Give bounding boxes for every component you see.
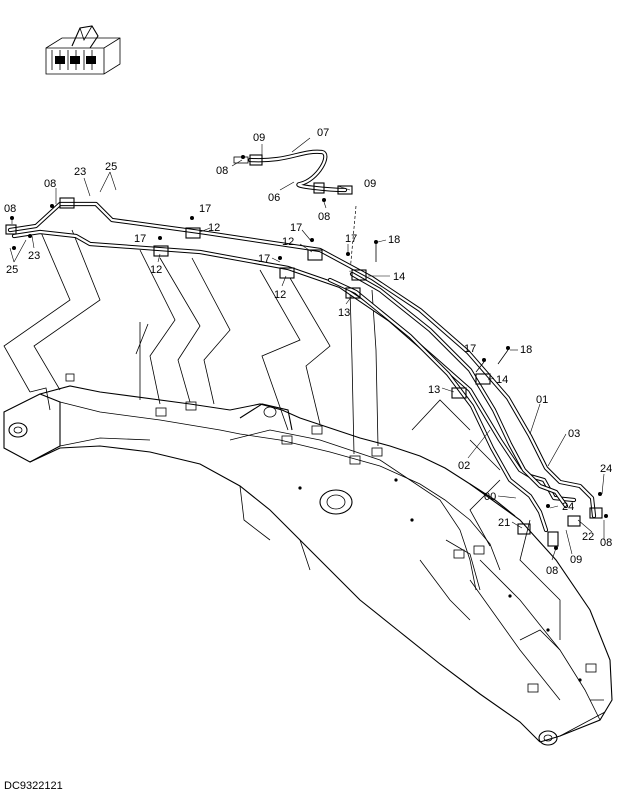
callout-09-hose-right: 09	[364, 178, 376, 190]
callout-12-d: 12	[274, 289, 286, 301]
callout-07: 07	[317, 127, 329, 139]
callout-24-right: 24	[600, 463, 612, 475]
callout-17-e: 17	[258, 253, 270, 265]
callout-08-left: 08	[4, 203, 16, 215]
callout-17-a: 17	[199, 203, 211, 215]
callout-22: 22	[582, 531, 594, 543]
callout-23-top: 23	[74, 166, 86, 178]
callout-labels: 09 07 08 06 09 08 23 25 08 08 25 23 17 1…	[4, 127, 612, 577]
callout-00: 00	[484, 491, 496, 503]
callout-17-f: 17	[464, 343, 476, 355]
callout-08-hose-left: 08	[216, 165, 228, 177]
hose-07	[233, 149, 353, 202]
callout-17-c: 17	[290, 222, 302, 234]
callout-08-left-top: 08	[44, 178, 56, 190]
callout-02: 02	[458, 460, 470, 472]
callout-18-b: 18	[520, 344, 532, 356]
callout-17-b: 17	[134, 233, 146, 245]
callout-13-b: 13	[428, 384, 440, 396]
callout-21: 21	[498, 517, 510, 529]
machine-location-icon	[45, 25, 121, 75]
callout-17-d: 17	[345, 233, 357, 245]
callout-06: 06	[268, 192, 280, 204]
callout-08-bottom: 08	[546, 565, 558, 577]
callout-08-right: 08	[600, 537, 612, 549]
callout-24-mid: 24	[562, 501, 574, 513]
callout-03: 03	[568, 428, 580, 440]
callout-25-top: 25	[105, 161, 117, 173]
callout-25-left: 25	[6, 264, 18, 276]
callout-14-a: 14	[393, 271, 405, 283]
callout-09-right: 09	[570, 554, 582, 566]
boom-outline	[3, 373, 613, 746]
leader-lines	[9, 137, 605, 561]
callout-01: 01	[536, 394, 548, 406]
callout-08-hose-bottom: 08	[318, 211, 330, 223]
callout-12-b: 12	[150, 264, 162, 276]
callout-12-c: 12	[282, 236, 294, 248]
callout-09-top: 09	[253, 132, 265, 144]
callout-14-b: 14	[496, 374, 508, 386]
drawing-code: DC9322121	[4, 780, 63, 792]
callout-23-left: 23	[28, 250, 40, 262]
callout-18-a: 18	[388, 234, 400, 246]
view-connection-lines	[3, 205, 561, 640]
callout-13-a: 13	[338, 307, 350, 319]
callout-12-a: 12	[208, 222, 220, 234]
upper-pipe-lines	[5, 197, 608, 550]
